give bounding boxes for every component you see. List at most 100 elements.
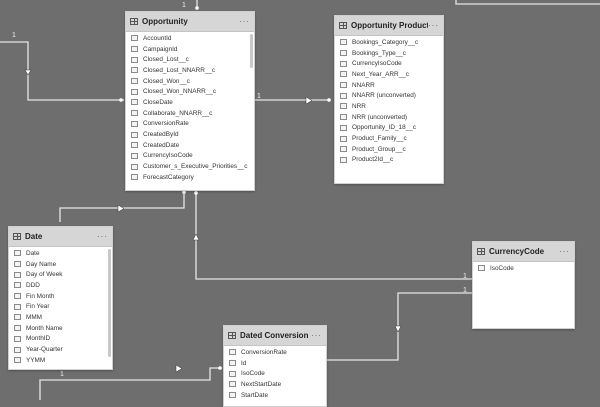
field-list[interactable]: IsoCode [473,262,574,274]
more-options-icon[interactable]: ··· [428,21,439,30]
field-row[interactable]: Id [224,358,326,369]
field-icon [131,110,138,117]
field-icon [478,265,485,272]
table-header[interactable]: CurrencyCode ··· [473,242,574,262]
relationship-date-datedrate[interactable] [39,367,222,400]
field-row[interactable]: CurrencyIsoCode [335,58,443,69]
field-row[interactable]: Month Name [9,323,112,334]
field-icon [14,314,21,321]
field-row[interactable]: Collaborate_NNARR__c [126,108,254,119]
field-row[interactable]: ConversionRate [224,347,326,358]
field-row[interactable]: Day of Week [9,269,112,280]
field-icon [131,120,138,127]
field-row[interactable]: CreatedDate [126,140,254,151]
field-row[interactable]: Customer_s_Executive_Priorities__c [126,161,254,172]
field-row[interactable]: NRR [335,101,443,112]
field-row[interactable]: Next_Year_ARR__c [335,69,443,80]
field-row[interactable]: NNARR [335,80,443,91]
field-row[interactable]: Bookings_Type__c [335,48,443,59]
field-icon [14,325,21,332]
table-header[interactable]: Dated Conversion Rate ··· [224,326,326,346]
field-row[interactable]: DDD [9,280,112,291]
field-icon [131,67,138,74]
field-row[interactable]: Product2Id__c [335,155,443,166]
cardinality-label: 1 [463,273,467,280]
field-row[interactable]: ForecastCategory [126,172,254,183]
table-header[interactable]: Opportunity ··· [126,12,254,32]
field-row[interactable]: CreatedById [126,129,254,140]
field-row[interactable]: IsoCode [473,263,574,274]
table-header[interactable]: Date ··· [9,227,112,247]
field-row[interactable]: MonthID [9,334,112,345]
relationship-top-stub-right[interactable] [455,0,600,5]
field-name: IsoCode [241,370,265,378]
relationship-left-opportunity[interactable] [0,41,124,101]
field-row[interactable]: YYMM [9,355,112,366]
field-row[interactable]: Fin Month [9,291,112,302]
field-row[interactable]: CampaignId [126,44,254,55]
table-opportunity-product[interactable]: Opportunity Product ··· Bookings_Categor… [334,15,444,184]
field-row[interactable]: Product_Group__c [335,144,443,155]
field-row[interactable]: Bookings_Category__c [335,37,443,48]
field-row[interactable]: Year-Quarter [9,344,112,355]
field-icon [340,71,347,78]
field-name: AccountId [143,34,172,42]
field-row[interactable]: Closed_Lost_NNARR__c [126,65,254,76]
scrollbar-thumb[interactable] [108,249,111,357]
relationship-currency-opportunity[interactable] [195,190,472,280]
table-currency-code[interactable]: CurrencyCode ··· IsoCode [472,241,575,329]
field-row[interactable]: Closed_Lost__c [126,54,254,65]
more-options-icon[interactable]: ··· [97,232,108,241]
table-icon [339,22,347,29]
field-name: MonthID [26,335,51,343]
field-row[interactable]: MMM [9,312,112,323]
field-row[interactable]: ConversionRate [126,119,254,130]
field-icon [131,152,138,159]
field-name: Product_Family__c [352,135,407,143]
field-row[interactable]: Closed_Won_NNARR__c [126,86,254,97]
more-options-icon[interactable]: ··· [311,331,322,340]
direction-arrow-icon [175,364,183,373]
table-header[interactable]: Opportunity Product ··· [335,16,443,36]
field-icon [229,349,236,356]
field-row[interactable]: Closed_Won__c [126,76,254,87]
field-icon [131,142,138,149]
table-dated-conversion-rate[interactable]: Dated Conversion Rate ··· ConversionRate… [223,325,327,407]
field-icon [340,156,347,163]
field-icon [229,381,236,388]
field-name: Closed_Won__c [143,77,190,85]
field-name: Fin Month [26,292,55,300]
field-name: CampaignId [143,45,178,53]
field-row[interactable]: StartDate [224,390,326,401]
field-icon [340,124,347,131]
field-row[interactable]: CloseDate [126,97,254,108]
field-row[interactable]: Date [9,248,112,259]
field-name: NNARR (unconverted) [352,92,416,100]
field-icon [14,357,21,364]
scrollbar-thumb[interactable] [250,34,253,68]
field-row[interactable]: NRR (unconverted) [335,112,443,123]
more-options-icon[interactable]: ··· [239,17,250,26]
relationship-date-opportunity[interactable] [59,190,185,222]
more-options-icon[interactable]: ··· [559,247,570,256]
field-row[interactable]: Fin Year [9,301,112,312]
field-icon [131,78,138,85]
field-row[interactable]: AccountId [126,33,254,44]
field-row[interactable]: NextStartDate [224,379,326,390]
field-row[interactable]: Product_Family__c [335,133,443,144]
field-row[interactable]: Opportunity_ID_18__c [335,123,443,134]
many-marker-icon [195,6,199,10]
field-row[interactable]: NNARR (unconverted) [335,90,443,101]
field-row[interactable]: Day Name [9,259,112,270]
cardinality-label: 1 [60,371,64,378]
field-row[interactable]: IsoCode [224,368,326,379]
field-row[interactable]: CurrencyIsoCode [126,151,254,162]
